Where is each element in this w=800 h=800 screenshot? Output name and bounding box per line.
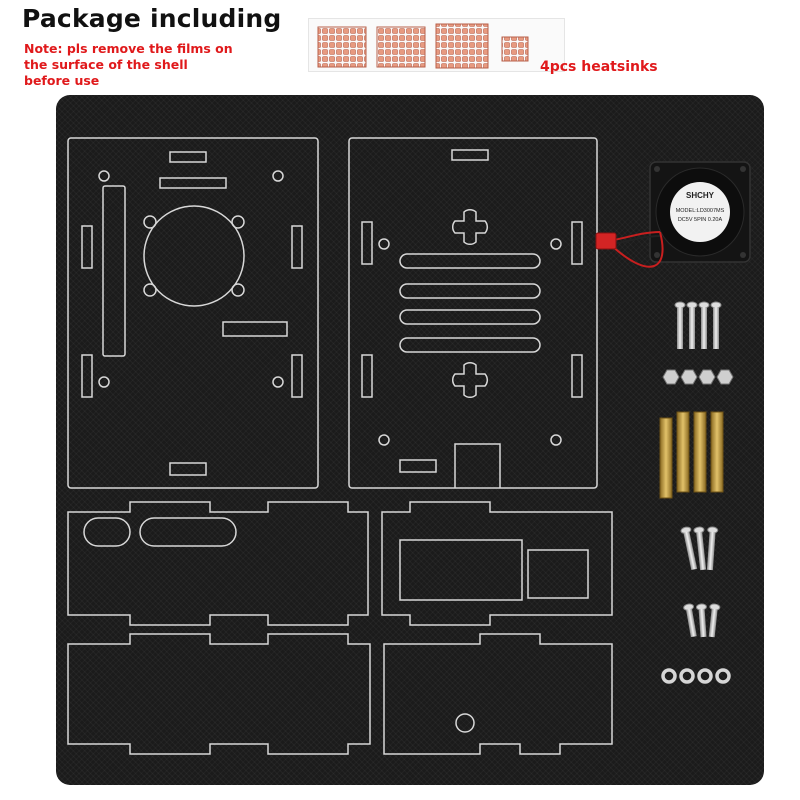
note-line-1: Note: pls remove the films on — [24, 41, 233, 56]
acrylic-bottom-plate — [348, 137, 598, 489]
heatsink-2 — [376, 26, 426, 68]
fan-model: MODEL:LD3007MS — [676, 208, 725, 214]
acrylic-side-panel-1 — [67, 501, 369, 626]
fan-brand: SHCHY — [686, 191, 715, 200]
heatsink-3 — [435, 23, 489, 69]
screws-group-2 — [680, 526, 719, 571]
screws-group-3 — [683, 603, 721, 638]
fan-spec: DC5V 5PIN 0.20A — [678, 217, 723, 223]
cooling-fan: SHCHY MODEL:LD3007MS DC5V 5PIN 0.20A — [595, 161, 751, 268]
package-title: Package including — [22, 4, 282, 33]
heatsink-1 — [317, 26, 367, 68]
acrylic-panels — [67, 137, 613, 755]
note-line-2: the surface of the shell — [24, 57, 188, 72]
brass-standoffs — [659, 411, 724, 499]
note-line-3: before use — [24, 73, 100, 88]
acrylic-side-panel-2 — [381, 501, 613, 626]
heatsink-4 — [501, 36, 529, 62]
washers — [661, 668, 731, 684]
film-removal-note: Note: pls remove the films on the surfac… — [24, 41, 233, 89]
hex-nuts — [662, 369, 734, 385]
black-mat-background — [56, 95, 764, 785]
screws-group-1 — [674, 301, 722, 349]
heatsink-group — [317, 23, 529, 69]
acrylic-side-panel-4 — [383, 633, 613, 755]
heatsinks-label: 4pcs heatsinks — [540, 59, 658, 75]
acrylic-side-panel-3 — [67, 633, 371, 755]
acrylic-top-plate — [67, 137, 319, 489]
